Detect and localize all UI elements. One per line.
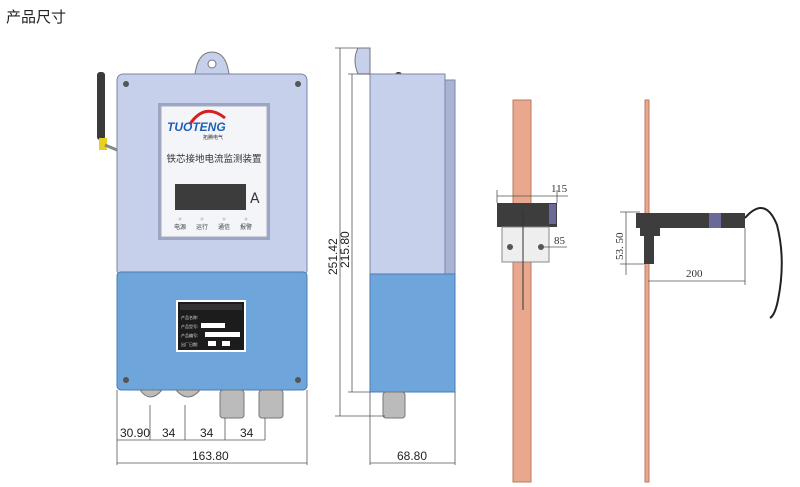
indicator-run: 运行 bbox=[196, 223, 208, 231]
ct-front-view: 115 85 bbox=[496, 99, 568, 483]
nameplate-label: 产品名称: bbox=[181, 314, 198, 320]
nameplate-label: 出厂日期: bbox=[181, 341, 198, 347]
dim-ct-inner: 85 bbox=[554, 235, 566, 247]
cable-glands bbox=[139, 389, 284, 419]
cable bbox=[744, 207, 783, 319]
dim-gland-spacing-2: 34 bbox=[200, 426, 214, 440]
lcd-screen bbox=[175, 184, 246, 210]
indicator-power: 电源 bbox=[174, 223, 186, 231]
ct-side-view: 53. 50 200 bbox=[614, 99, 783, 483]
nameplate-label: 产品编号: bbox=[181, 332, 198, 338]
nameplate: 产品名称: 产品型号: 产品编号: 出厂日期: bbox=[176, 300, 246, 352]
antenna-icon bbox=[97, 72, 118, 152]
product-name: 铁芯接地电流监测装置 bbox=[166, 153, 261, 165]
unit-label: A bbox=[250, 191, 260, 207]
dim-ct-length: 200 bbox=[686, 268, 703, 280]
dim-ct-width: 115 bbox=[551, 183, 568, 195]
dim-ct-height: 53. 50 bbox=[614, 232, 626, 260]
copper-bar bbox=[512, 99, 532, 483]
dim-side-depth: 68.80 bbox=[397, 449, 427, 463]
display-panel bbox=[160, 105, 268, 238]
dim-gland-spacing-3: 34 bbox=[240, 426, 254, 440]
indicator-alarm: 报警 bbox=[240, 223, 252, 231]
side-view: 251.42 215.80 68.80 bbox=[326, 47, 456, 465]
dim-body-height: 215.80 bbox=[338, 231, 352, 268]
dim-front-width: 163.80 bbox=[192, 449, 229, 463]
dim-front-offset: 30.90 bbox=[120, 426, 150, 440]
front-view: TUOTENG 拓腾电气 铁芯接地电流监测装置 A 电源 运行 通信 报警 产品… bbox=[97, 51, 308, 465]
dim-gland-spacing-1: 34 bbox=[162, 426, 176, 440]
nameplate-label: 产品型号: bbox=[181, 323, 198, 329]
page-title: 产品尺寸 bbox=[6, 8, 67, 26]
indicator-comm: 通信 bbox=[218, 223, 230, 231]
brand-logo: TUOTENG bbox=[167, 120, 226, 134]
dim-total-height: 251.42 bbox=[326, 238, 340, 275]
brand-cn: 拓腾电气 bbox=[203, 134, 223, 141]
